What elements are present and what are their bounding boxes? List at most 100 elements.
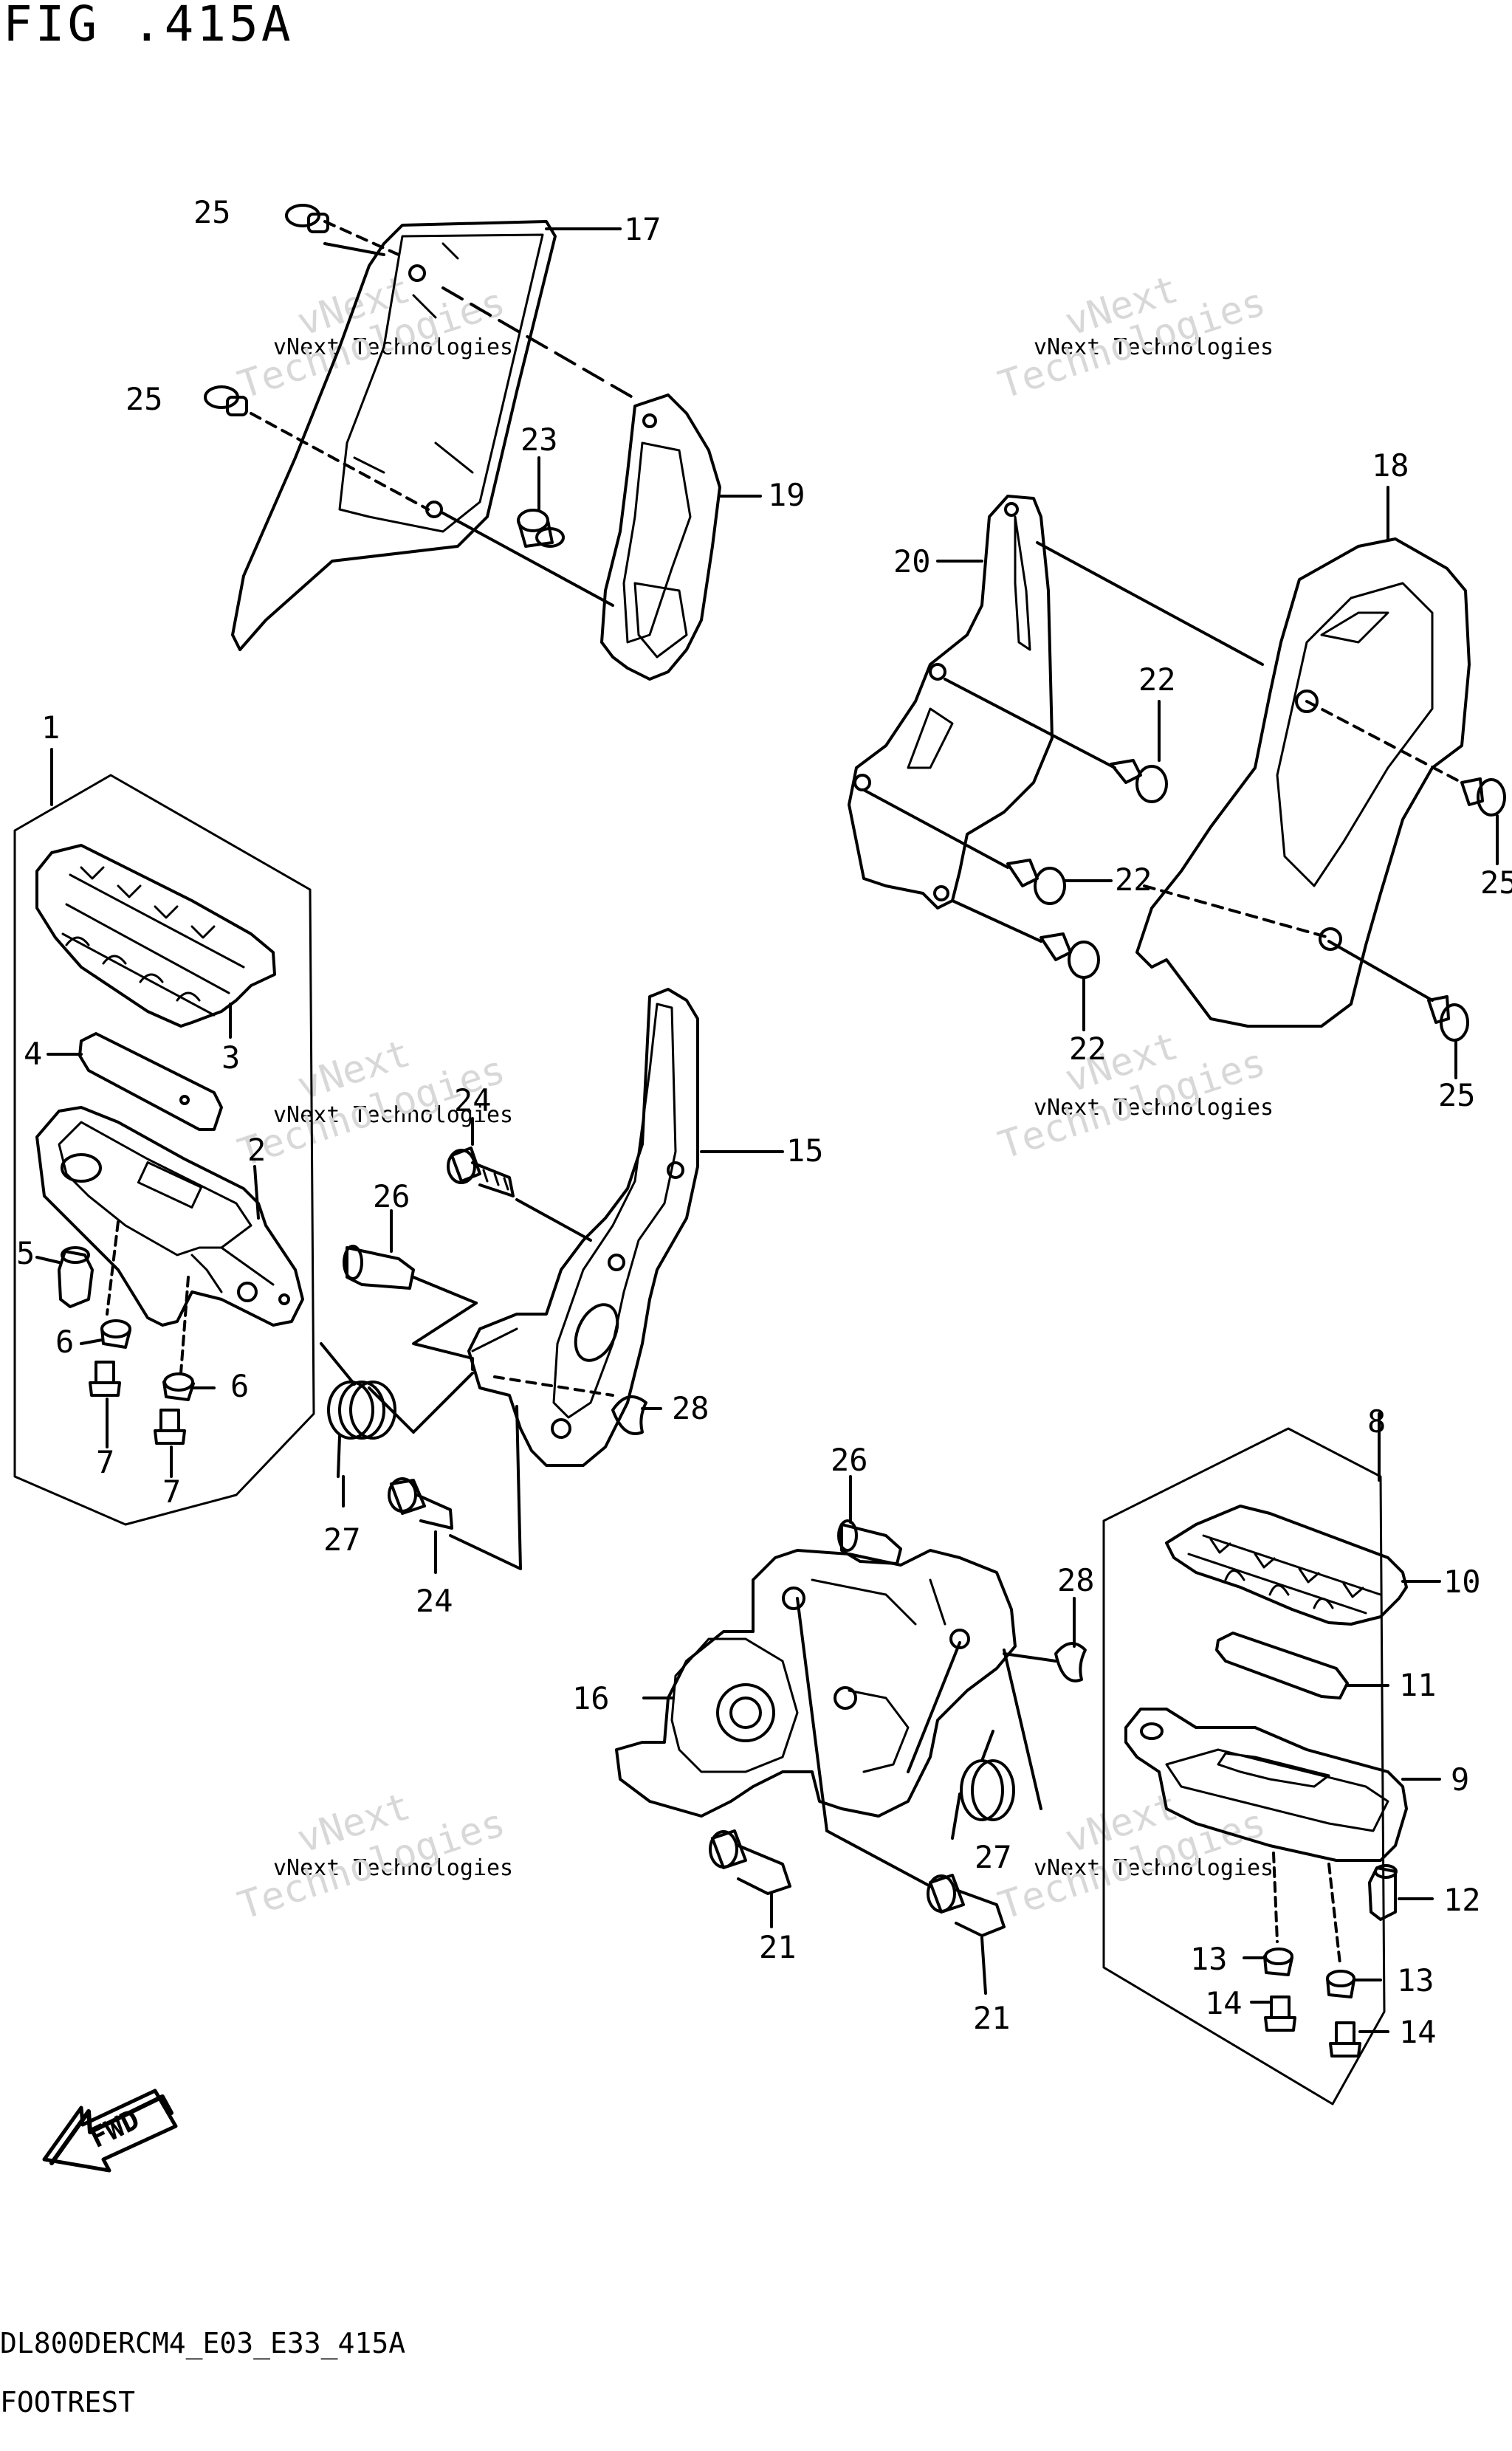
callout-27-b: 27	[975, 1839, 1012, 1875]
part-21-bolt-a	[709, 1829, 791, 1895]
watermark-4: vNext Technologies vNext Technologies	[993, 1024, 1274, 1168]
callout-25-c: 25	[1480, 864, 1512, 901]
watermark-2: vNext Technologies vNext Technologies	[993, 267, 1274, 408]
callout-6-a: 6	[55, 1324, 74, 1360]
callout-25-d: 25	[1438, 1077, 1476, 1113]
callout-23: 23	[520, 422, 558, 458]
callout-13-b: 13	[1397, 1962, 1434, 1998]
callout-6-b: 6	[230, 1368, 249, 1404]
callout-9: 9	[1451, 1761, 1469, 1798]
part-18-footpeg-guard	[1135, 537, 1471, 1028]
part-21-bolt-b	[927, 1874, 1006, 1937]
callout-7-a: 7	[96, 1444, 114, 1480]
svg-text:vNext Technologies: vNext Technologies	[1034, 334, 1274, 360]
section-name: FOOTREST	[0, 2386, 136, 2419]
callout-28-a: 28	[672, 1390, 709, 1426]
callout-16: 16	[572, 1680, 610, 1716]
assembly-8-outline	[1102, 1427, 1386, 2105]
part-5-stopper	[58, 1246, 94, 1308]
part-13-nut-b	[1326, 1970, 1355, 1998]
part-24-bolt-b	[388, 1477, 453, 1530]
part-6-nut-a	[100, 1319, 131, 1349]
watermark-6: vNext Technologies vNext Technologies	[993, 1784, 1274, 1928]
callout-14-a: 14	[1205, 1985, 1243, 2021]
fwd-arrow: FWD	[42, 2089, 178, 2173]
callout-25-a: 25	[193, 194, 231, 230]
part-25-screw-c	[1460, 777, 1506, 817]
part-25-screw-b	[204, 385, 430, 511]
callout-3: 3	[221, 1039, 240, 1076]
part-10-footpeg-rubber	[1165, 1505, 1408, 1626]
callout-18: 18	[1372, 447, 1409, 484]
callout-20: 20	[893, 543, 931, 580]
part-7-bolt-a	[89, 1361, 121, 1397]
part-14-bolt-a	[1264, 1995, 1296, 2032]
watermark-5: vNext Technologies vNext Technologies	[233, 1784, 513, 1928]
part-11-plate	[1215, 1632, 1349, 1699]
callout-10: 10	[1443, 1564, 1481, 1600]
heel-guard-assembly	[204, 204, 762, 681]
part-13-nut-a	[1263, 1948, 1293, 1976]
figure-code: DL800DERCM4_E03_E33_415A	[0, 2327, 406, 2359]
part-26-pin-b	[837, 1519, 902, 1565]
callout-24-b: 24	[416, 1583, 453, 1619]
svg-text:vNext Technologies: vNext Technologies	[1034, 1855, 1274, 1881]
svg-text:vNext Technologies: vNext Technologies	[273, 334, 513, 360]
figure-title: FIG .415A	[3, 0, 294, 52]
part-28-e-clip-b	[1054, 1642, 1087, 1682]
callout-8: 8	[1367, 1403, 1386, 1440]
part-28-e-clip	[611, 1395, 647, 1435]
callout-19: 19	[768, 477, 805, 513]
part-3-footpeg-rubber	[35, 844, 276, 1028]
callout-22-c: 22	[1069, 1031, 1107, 1067]
svg-text:vNext Technologies: vNext Technologies	[1034, 1095, 1274, 1121]
callout-5: 5	[16, 1235, 35, 1271]
assembly-1-outline	[13, 774, 315, 1526]
callout-22-a: 22	[1138, 661, 1176, 698]
part-6-nut-b	[162, 1372, 195, 1401]
part-24-bolt-a	[447, 1147, 515, 1197]
watermarks: vNext Technologies vNext Technologies vN…	[233, 267, 1274, 1928]
part-12-stopper	[1368, 1864, 1398, 1921]
callout-7-b: 7	[162, 1474, 181, 1510]
callout-27-a: 27	[323, 1522, 361, 1558]
part-22-screw-c	[1040, 932, 1100, 979]
part-14-bolt-b	[1329, 2021, 1361, 2058]
part-27-spring-b	[951, 1730, 1015, 1840]
part-9-footpeg	[1124, 1708, 1408, 1862]
part-2-footpeg	[35, 1106, 304, 1327]
callout-22-b: 22	[1115, 862, 1152, 898]
watermark-1: vNext Technologies vNext Technologies	[233, 267, 513, 408]
part-19-bracket	[600, 393, 721, 681]
left-footpeg-bracket	[320, 988, 784, 1574]
right-footpeg-bracket	[615, 1475, 1087, 1995]
callout-1: 1	[41, 709, 60, 746]
callout-12: 12	[1443, 1882, 1481, 1918]
svg-text:vNext Technologies: vNext Technologies	[273, 1855, 513, 1881]
callout-28-b: 28	[1057, 1562, 1095, 1598]
part-27-spring	[327, 1381, 415, 1478]
right-footpeg-assembly	[1102, 1412, 1441, 2105]
callout-13-a: 13	[1190, 1941, 1228, 1977]
part-16-bracket	[615, 1549, 1017, 1818]
callout-15: 15	[786, 1132, 824, 1169]
callout-25-b: 25	[126, 381, 163, 417]
callout-14-b: 14	[1399, 2014, 1437, 2050]
callout-21-a: 21	[759, 1929, 797, 1965]
part-26-pin	[343, 1245, 415, 1290]
callout-17: 17	[624, 211, 662, 247]
callout-4: 4	[24, 1036, 42, 1072]
part-25-screw-d	[1427, 995, 1469, 1042]
left-footpeg-assembly	[13, 748, 315, 1526]
part-22-screw-a	[1110, 759, 1168, 803]
callout-labels: 25 17 25 23 19 18 20 22 25 22 22 25 1 3 …	[16, 194, 1512, 2050]
callout-26-b: 26	[831, 1442, 868, 1478]
part-15-bracket	[467, 988, 699, 1467]
callout-11: 11	[1399, 1667, 1437, 1703]
right-guard-assembly	[848, 486, 1506, 1079]
part-7-bolt-b	[154, 1409, 186, 1445]
callout-24-a: 24	[454, 1082, 492, 1118]
part-20-bracket	[848, 495, 1054, 910]
